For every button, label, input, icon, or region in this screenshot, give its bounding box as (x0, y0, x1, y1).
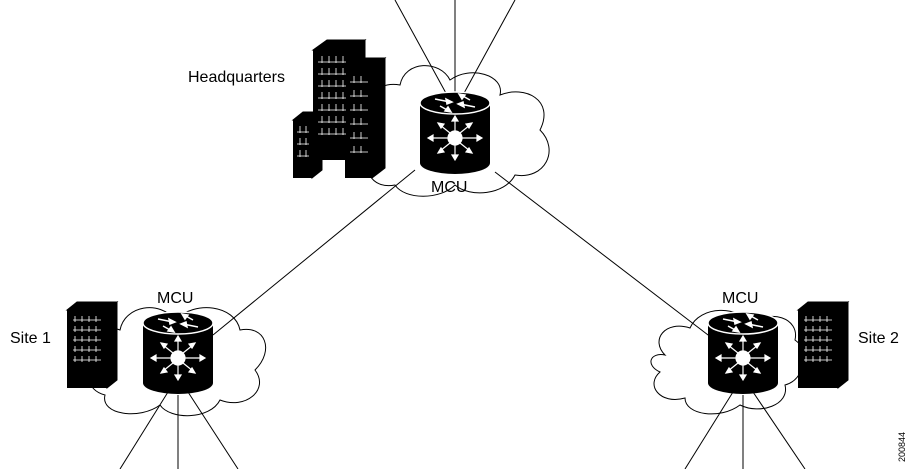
figure-id: 200844 (897, 432, 907, 462)
site2-label: Site 2 (858, 330, 899, 347)
site2-mcu-icon (707, 311, 779, 395)
headquarters-label: Headquarters (188, 69, 285, 86)
headquarters-building-icon (291, 39, 387, 180)
site1-endpoint-lines (119, 391, 239, 469)
site1-mcu-icon (142, 311, 214, 395)
link-hq-site1 (212, 169, 416, 336)
link-hq-site2 (494, 171, 713, 339)
hq-endpoint-lines (394, 0, 516, 96)
site2-mcu-label: MCU (722, 290, 758, 307)
site2-endpoint-lines (684, 391, 806, 469)
site1-label: Site 1 (10, 330, 51, 347)
site1-building-icon (66, 301, 118, 389)
hq-mcu-label: MCU (431, 179, 467, 196)
site2-building-icon (797, 301, 849, 389)
site1-mcu-label: MCU (157, 290, 193, 307)
hq-mcu-icon (419, 91, 491, 175)
